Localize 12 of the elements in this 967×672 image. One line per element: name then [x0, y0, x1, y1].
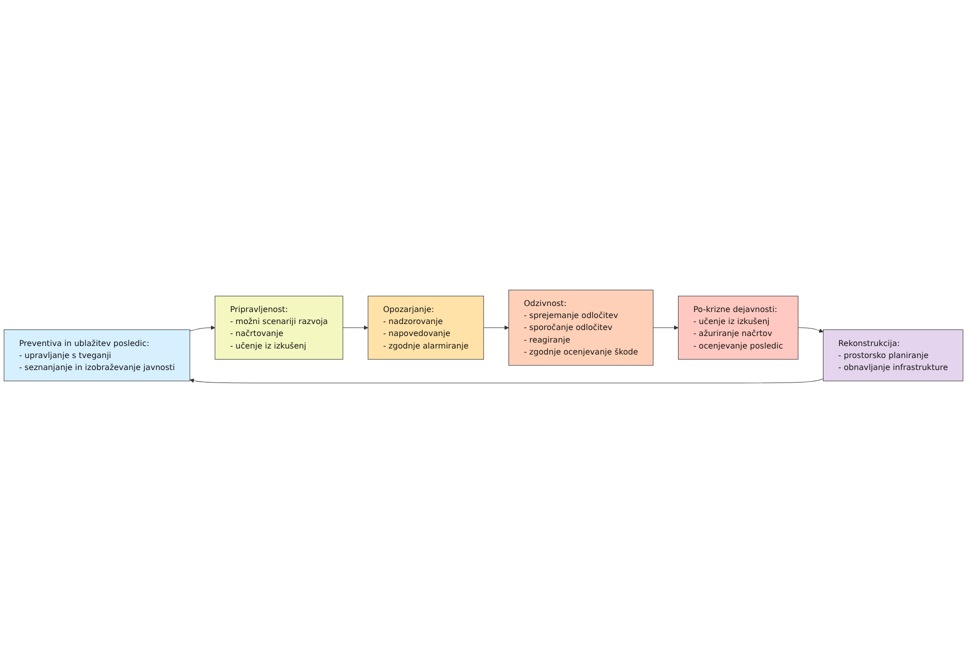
- node-box: Preventiva in ublažitev posledic: - upravljanje s tveganji - seznanjanje in izobraževanje javnosti: [4, 328, 190, 381]
- node-box: Odzivnost: - sprejemanje odločitev - sporočanje odločitev - reagiranje - zgodnje ocenjevanje škode: [508, 289, 654, 366]
- arrow: [342, 325, 368, 330]
- node-box: Opozarjanje: - nadzorovanje - napovedovanje - zgodnje alarmiranje: [368, 295, 484, 360]
- arrow: [190, 378, 824, 383]
- node-box: Po-krizne dejavnosti: - učenje iz izkušenj - ažuriranje načrtov - ocenjevanje posledic: [678, 295, 798, 360]
- node-box: Rekonstrukcija: - prostorsko planiranje - obnavljanje infrastrukture: [822, 328, 964, 381]
- arrow: [483, 325, 509, 330]
- arrow: [798, 326, 824, 332]
- arrow: [190, 325, 216, 331]
- arrow: [652, 325, 678, 330]
- node-box: Pripravljenost: - možni scenariji razvoja - načrtovanje - učenje iz izkušenj: [214, 295, 344, 360]
